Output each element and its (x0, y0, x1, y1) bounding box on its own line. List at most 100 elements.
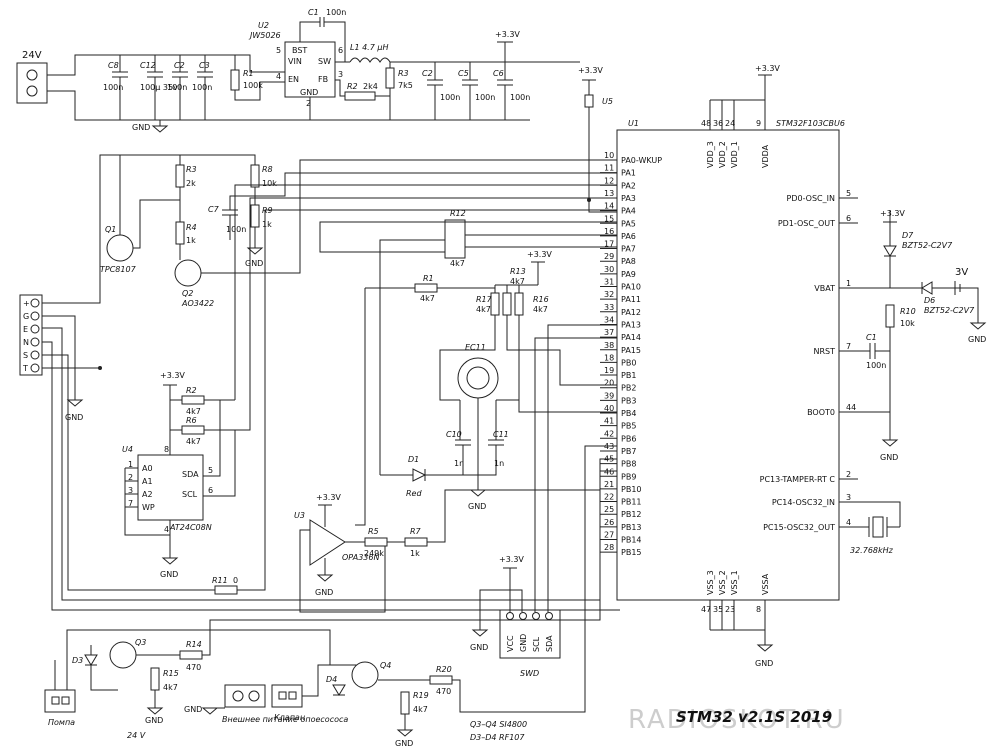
r12-val: 4k7 (450, 259, 465, 268)
r10-ref: R10 (900, 307, 916, 316)
transistor-q4 (351, 661, 379, 689)
mcu-pin-num: 38 (604, 341, 614, 350)
reg-pin-name: VIN (288, 57, 302, 66)
mcu-pin-num: 12 (604, 176, 614, 185)
mcu-pin-name: PB3 (621, 396, 636, 405)
c1-nrst-ref: C1 (866, 333, 877, 342)
mcu-pin-name: PD1-OSC_OUT (778, 219, 835, 228)
wire (202, 470, 617, 656)
mcu-pin-name: PC15-OSC32_OUT (763, 523, 835, 532)
mcu-pin-name: PA13 (621, 320, 641, 329)
mcu-pin-name: PA7 (621, 245, 636, 254)
gnd-label: GND (315, 588, 333, 597)
eeprom-ref: U4 (122, 445, 133, 454)
eeprom-pin-name: A0 (142, 464, 153, 473)
mcu-pin-name: PA4 (621, 207, 636, 216)
c1-nrst-val: 100n (866, 361, 886, 370)
mcu-pin-name: PA1 (621, 169, 636, 178)
regulator-u2 (284, 41, 336, 98)
mcu-pin-num: 19 (604, 366, 614, 375)
gnd-label: GND (470, 643, 488, 652)
r8-ref: R8 (262, 165, 273, 174)
r19-val: 4k7 (413, 705, 428, 714)
q1-ref: Q1 (105, 225, 116, 234)
gnd-icon (316, 574, 334, 582)
mcu-pin-num: 17 (604, 240, 614, 249)
mcu-pin-num: 1 (846, 279, 851, 288)
gnd-icon (151, 125, 169, 133)
cap-ref: C5 (458, 69, 469, 78)
cap-val: 100n (192, 83, 212, 92)
r1-sensor-val: 4k7 (420, 294, 435, 303)
wire (839, 501, 901, 527)
left-caps: C8 100n C12 100µ 35v C2 100n C3 100n (103, 55, 213, 120)
mcu-pin-name: PC14-OSC32_IN (772, 498, 835, 507)
swd-pin-icon (519, 612, 527, 620)
supply-label: +3.3V (527, 250, 552, 259)
wire (203, 399, 235, 477)
cap-val: 100n (440, 93, 460, 102)
resistor-r3-power (385, 67, 395, 89)
r19-ref: R19 (413, 691, 429, 700)
wire (335, 79, 345, 97)
reg-pin-name: GND (300, 88, 318, 97)
reg-pin-num: 5 (276, 46, 281, 55)
q2-part: AO3422 (181, 299, 214, 308)
c1-boot-ref: C1 (308, 8, 319, 17)
gnd-label: GND (968, 335, 986, 344)
r15-val: 4k7 (163, 683, 178, 692)
zener-d7-icon (883, 245, 897, 257)
wire (42, 341, 620, 611)
mcu-pin-num: 30 (604, 265, 614, 274)
mcu-pin-num: 2 (846, 470, 851, 479)
d1-val: Red (406, 489, 422, 498)
resistor-r13 (502, 292, 512, 316)
mcu-pin-num: 26 (604, 518, 614, 527)
reg-pin-num: 6 (338, 46, 343, 55)
encoder-knob-icon (466, 366, 490, 390)
wire (547, 324, 617, 612)
mcu-pin-name: PB7 (621, 447, 636, 456)
eeprom-pin-num: 6 (208, 486, 213, 495)
swd-pin-label: SDA (545, 635, 554, 652)
swd-pin-label: VCC (506, 635, 515, 652)
mcu-pin-num: 18 (604, 353, 614, 362)
r4-input-ref: R4 (186, 223, 197, 232)
mcu-pin-num: 44 (846, 403, 856, 412)
pin-square-icon (278, 691, 287, 700)
r1-val: 100k (243, 81, 263, 90)
c7-ref: C7 (208, 205, 220, 214)
u5-part (584, 94, 594, 108)
mcu-pin-num: 16 (604, 227, 614, 236)
cap-ref: C8 (108, 61, 119, 70)
gnd-icon (246, 247, 264, 255)
mcu-pin-num: 14 (604, 202, 614, 211)
mcu-section: U1 STM32F103CBU6 10PA0-WKUP11PA112PA213P… (578, 64, 858, 668)
r2-eeprom-val: 4k7 (186, 407, 201, 416)
mcu-pin-name: VDDA (761, 144, 770, 168)
c11-val: 1n (494, 459, 504, 468)
gnd-label: GND (145, 716, 163, 725)
resistor-r14 (179, 650, 203, 660)
c11-ref: C11 (493, 430, 509, 439)
q4-ref: Q4 (380, 661, 391, 670)
cap-val: 100n (475, 93, 495, 102)
resistor-r2-power (344, 91, 376, 101)
gnd-label: GND (880, 453, 898, 462)
r14-ref: R14 (186, 640, 202, 649)
r13-ref: R13 (510, 267, 526, 276)
regulator-ref: U2 (258, 21, 269, 30)
mcu-pin-name: PB10 (621, 485, 642, 494)
mcu-pin-name: PB13 (621, 523, 642, 532)
eeprom-pin-name: A2 (142, 490, 153, 499)
power-section: 24V C8 100n C12 100µ 35v C2 100n (16, 8, 580, 133)
r3-power-ref: R3 (398, 69, 409, 78)
cap-val: 100n (103, 83, 123, 92)
connector-pin-icon (30, 324, 40, 334)
mcu-pin-name: VSS_2 (718, 570, 727, 595)
wire (124, 468, 170, 536)
wire (66, 629, 331, 690)
eeprom-pin-num: 1 (128, 460, 133, 469)
mcu-pin-num: 24 (725, 119, 735, 128)
